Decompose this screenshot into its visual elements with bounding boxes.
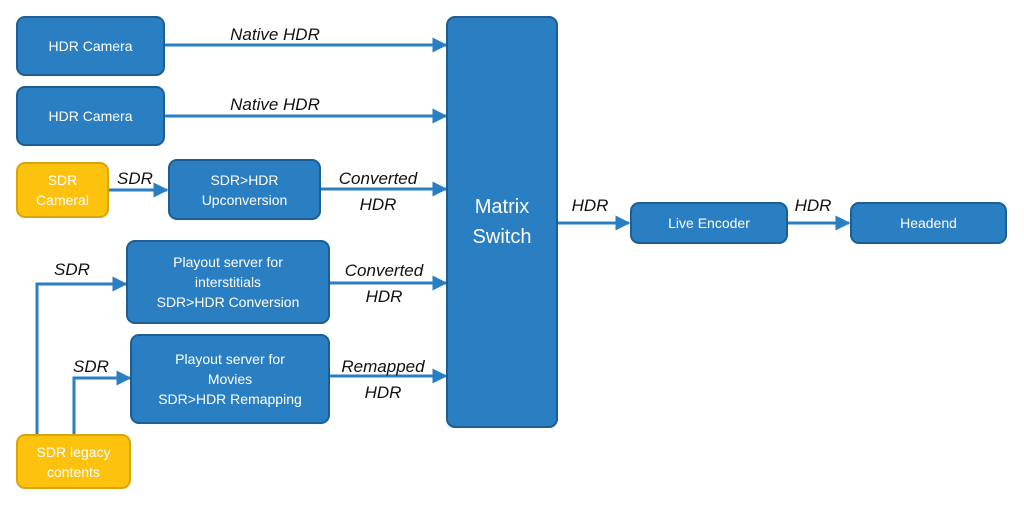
edge-label-movies: Remapped HDR [341,357,425,402]
edge-label-legacy-interstitials: SDR [54,260,90,279]
edge-label-sdr-camera: SDR [117,169,153,188]
hdr-camera-1-node: HDR Camera [16,16,165,76]
arrow-legacy-to-movies [72,370,132,434]
arrow-legacy-to-interstitials [35,276,128,434]
sdr-camera-node: SDR Cameral [16,162,109,218]
playout-movies-node: Playout server for Movies SDR>HDR Remapp… [130,334,330,424]
edge-label-upconversion: Converted HDR [338,169,418,214]
edge-label-interstitials: Converted HDR [344,261,424,306]
edge-label-camera1: Native HDR [230,25,320,44]
hdr-camera-2-node: HDR Camera [16,86,165,146]
edge-label-switch-encoder: HDR [571,196,609,215]
upconversion-node: SDR>HDR Upconversion [168,159,321,220]
edge-label-legacy-movies: SDR [73,357,109,376]
matrix-switch-node: Matrix Switch [446,16,558,428]
live-encoder-node: Live Encoder [630,202,788,244]
sdr-legacy-node: SDR legacy contents [16,434,131,489]
edge-label-camera2: Native HDR [230,95,320,114]
edge-label-encoder-headend: HDR [794,196,832,215]
playout-interstitials-node: Playout server for interstitials SDR>HDR… [126,240,330,324]
headend-node: Headend [850,202,1007,244]
